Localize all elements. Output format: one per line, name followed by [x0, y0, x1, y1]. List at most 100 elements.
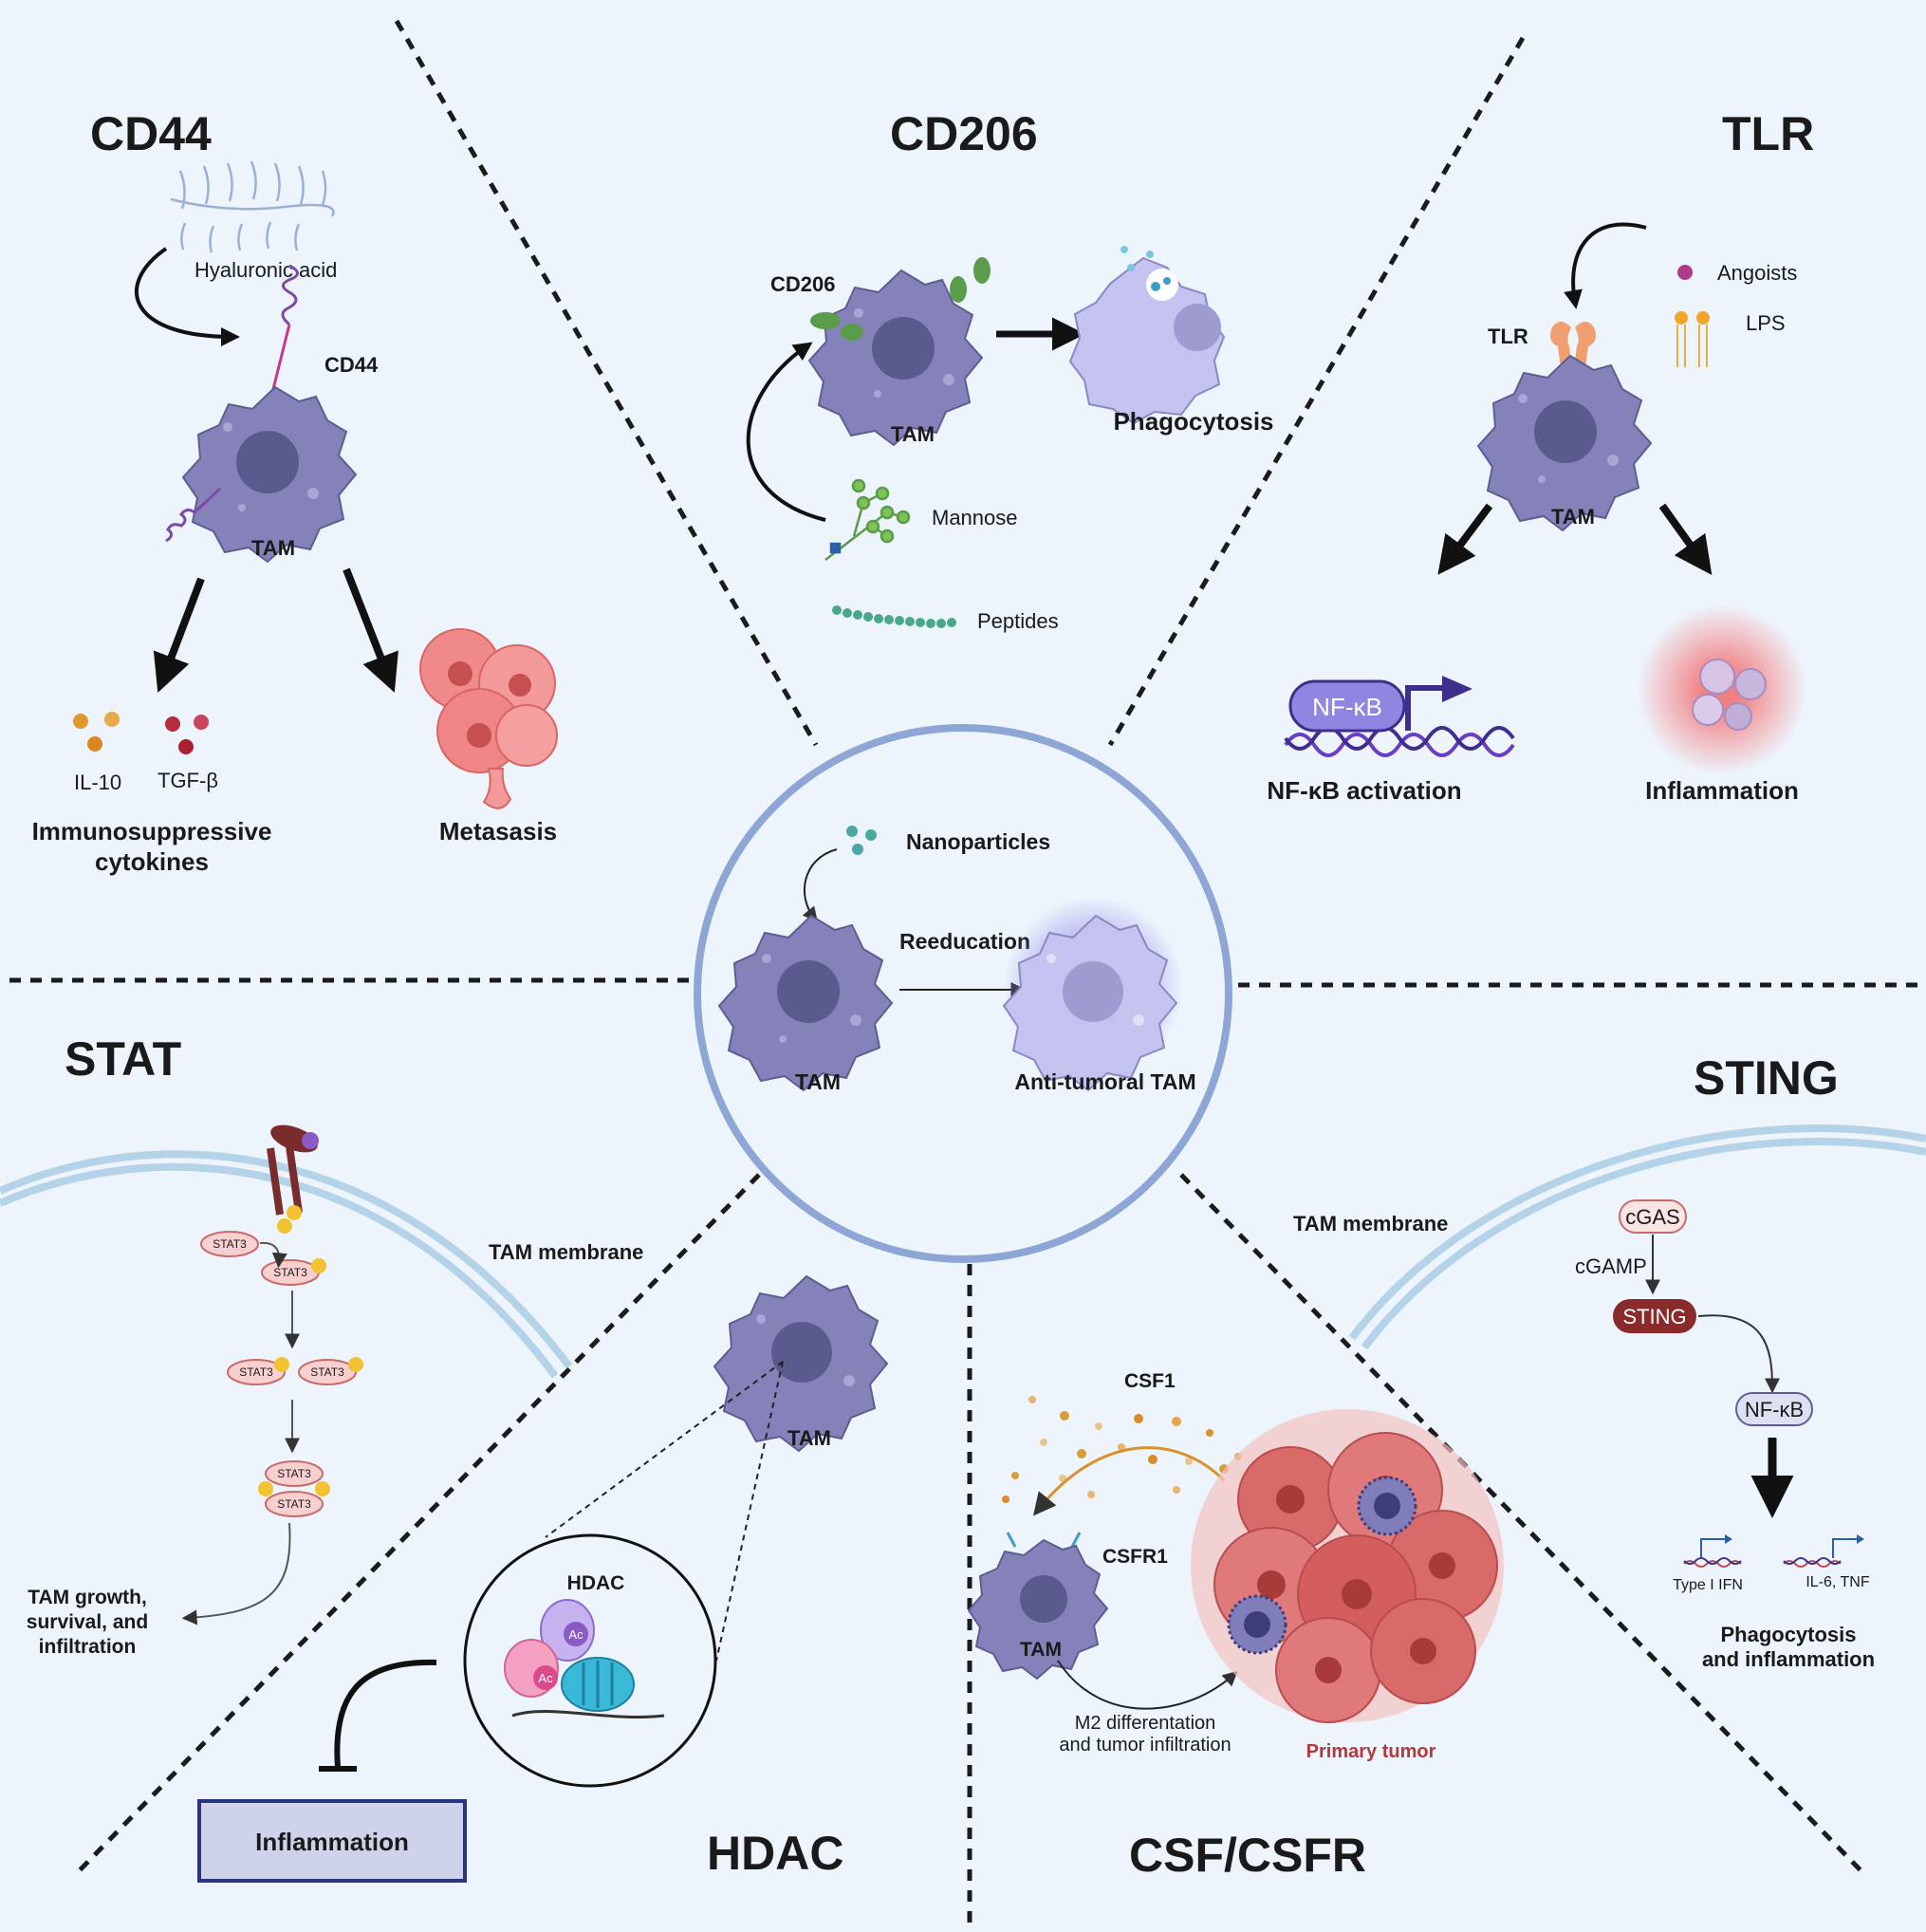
sting-label: STING — [1622, 1305, 1686, 1328]
sting-outcome-label: Phagocytosis — [1720, 1623, 1856, 1646]
anti-tumoral-tam-label: Anti-tumoral TAM — [1014, 1069, 1195, 1094]
m2-differentiation-label: M2 differentation — [1075, 1713, 1216, 1734]
nfkb-dna-icon — [1284, 676, 1515, 757]
sting-nfkb-node — [1735, 1392, 1813, 1426]
peptides-icon — [832, 605, 956, 628]
growth-label: TAM growth, — [28, 1587, 147, 1608]
peptides-label: Peptides — [977, 609, 1059, 633]
stat3-dimer-icon — [258, 1460, 330, 1517]
stat3-label: STAT3 — [277, 1497, 311, 1511]
cd44-receptor-icon — [281, 264, 299, 326]
cd206-receptor-label: CD206 — [770, 272, 835, 296]
nfkb-activation-label: NF-κB activation — [1267, 776, 1461, 805]
angoists-label: Angoists — [1717, 261, 1797, 285]
hdac-nucleosome-icon — [504, 1599, 665, 1719]
tam-to-metastasis-arrow — [343, 567, 398, 693]
immunosuppressive-label: Immunosuppressive — [32, 817, 272, 845]
tam-to-inflammation-arrow — [1658, 503, 1713, 576]
tam-cell-icon — [967, 1538, 1109, 1681]
phagocytosis-label: Phagocytosis — [1113, 407, 1273, 436]
il10-label: IL-10 — [74, 771, 121, 794]
tam-to-nfkb-arrow — [1437, 503, 1493, 575]
phagocytosis-cell-icon — [1068, 246, 1226, 425]
stat3-label: STAT3 — [273, 1266, 307, 1279]
infiltration-label: infiltration — [39, 1636, 137, 1658]
center-section: Nanoparticles Reeducation TAM Anti-tumor… — [694, 724, 1232, 1263]
tam-cell-icon — [181, 385, 358, 564]
tam-to-cytokines-arrow — [153, 577, 205, 693]
metastasis-label: Metasasis — [439, 817, 557, 845]
ac-label: Ac — [568, 1627, 583, 1642]
stat3-label: STAT3 — [213, 1237, 247, 1251]
nfkb-label: NF-κB — [1312, 693, 1382, 721]
cd44-section: CD44 Hyaluronic acid CD44 TAM IL-10 TGF-… — [32, 107, 558, 876]
tlr-title: TLR — [1722, 107, 1814, 160]
hdac-inflammation-label: Inflammation — [255, 1828, 409, 1856]
cd206-title: CD206 — [890, 107, 1038, 160]
agonist-to-tlr-arrow — [1564, 222, 1647, 309]
agonist-icon — [1677, 265, 1693, 280]
csf1-label: CSF1 — [1124, 1370, 1176, 1392]
primary-tumor-icon — [1191, 1409, 1504, 1723]
tgfb-icon — [165, 715, 209, 754]
sting-section: STING TAM membrane cGAS cGAMP STING NF-κ… — [1293, 1051, 1926, 1671]
csf1-arrow — [1032, 1446, 1226, 1516]
lps-label: LPS — [1746, 311, 1786, 335]
receptor-icon — [267, 1124, 319, 1234]
stat-to-growth-arrow — [181, 1522, 291, 1625]
center-tam-label: TAM — [795, 1069, 841, 1094]
csfr1-receptor-icon — [1006, 1532, 1082, 1548]
cd44-title: CD44 — [90, 107, 212, 160]
cd206-tam-label: TAM — [891, 422, 935, 446]
hdac-title: HDAC — [707, 1827, 843, 1880]
type-i-ifn-gene-icon — [1683, 1534, 1742, 1568]
nanoparticles-label: Nanoparticles — [906, 829, 1050, 854]
nano-to-tam-arrow — [802, 848, 838, 922]
inflammation-label: Inflammation — [1645, 776, 1799, 805]
il10-icon — [73, 712, 120, 752]
cgas-label: cGAS — [1625, 1205, 1679, 1229]
sting-title: STING — [1694, 1051, 1839, 1105]
sting-node — [1613, 1299, 1696, 1333]
sting-to-nfkb-arrow — [1697, 1314, 1780, 1394]
cd206-receptor-icon — [810, 257, 991, 341]
tam-cell-icon — [807, 269, 984, 447]
metastasis-tumor-icon — [419, 628, 558, 809]
tlr-tam-label: TAM — [1551, 505, 1595, 529]
type-i-ifn-label: Type I IFN — [1673, 1577, 1743, 1593]
cd206-section: CD206 CD206 TAM Phagocytosis Mannose — [746, 107, 1274, 633]
stat3-label: STAT3 — [277, 1467, 311, 1480]
stat3-pair-icon — [227, 1357, 363, 1385]
tam-cell-icon — [1476, 354, 1653, 532]
hyaluronic-acid-label: Hyaluronic acid — [194, 258, 337, 282]
hdac-tam-label: TAM — [787, 1426, 831, 1450]
csf-tam-label: TAM — [1020, 1639, 1062, 1661]
cytokines-label: cytokines — [95, 847, 209, 876]
m2-differentiation-arrow — [1057, 1660, 1238, 1710]
mannose-to-cd206-arrow — [746, 342, 826, 522]
sting-membrane-label: TAM membrane — [1293, 1212, 1448, 1235]
mannose-icon — [824, 478, 911, 561]
zoom-line — [715, 1361, 784, 1662]
reeducation-label: Reeducation — [899, 929, 1030, 954]
csf-title: CSF/CSFR — [1129, 1829, 1366, 1882]
primary-tumor-label: Primary tumor — [1306, 1741, 1436, 1762]
anti-tumoral-tam-icon — [1002, 897, 1183, 1092]
il6-tnf-label: IL-6, TNF — [1806, 1574, 1870, 1590]
inflammation-icon — [1637, 604, 1807, 775]
nanoparticles-icon — [846, 826, 877, 855]
zoom-line — [545, 1361, 784, 1538]
tumor-infiltration-label: and tumor infiltration — [1059, 1735, 1231, 1756]
cgas-node — [1619, 1199, 1687, 1234]
stat3-label: STAT3 — [239, 1365, 273, 1379]
membrane-icon — [1348, 1124, 1926, 1350]
cd44-tam-label: TAM — [251, 536, 295, 560]
sting-nfkb-label: NF-κB — [1745, 1398, 1804, 1421]
cd44-receptor-lower-icon — [165, 487, 222, 543]
cd44-stalk — [271, 324, 291, 390]
cgamp-label: cGAMP — [1575, 1254, 1647, 1278]
hyaluronic-acid-icon — [170, 160, 335, 253]
inhibition-arrow — [334, 1659, 437, 1768]
